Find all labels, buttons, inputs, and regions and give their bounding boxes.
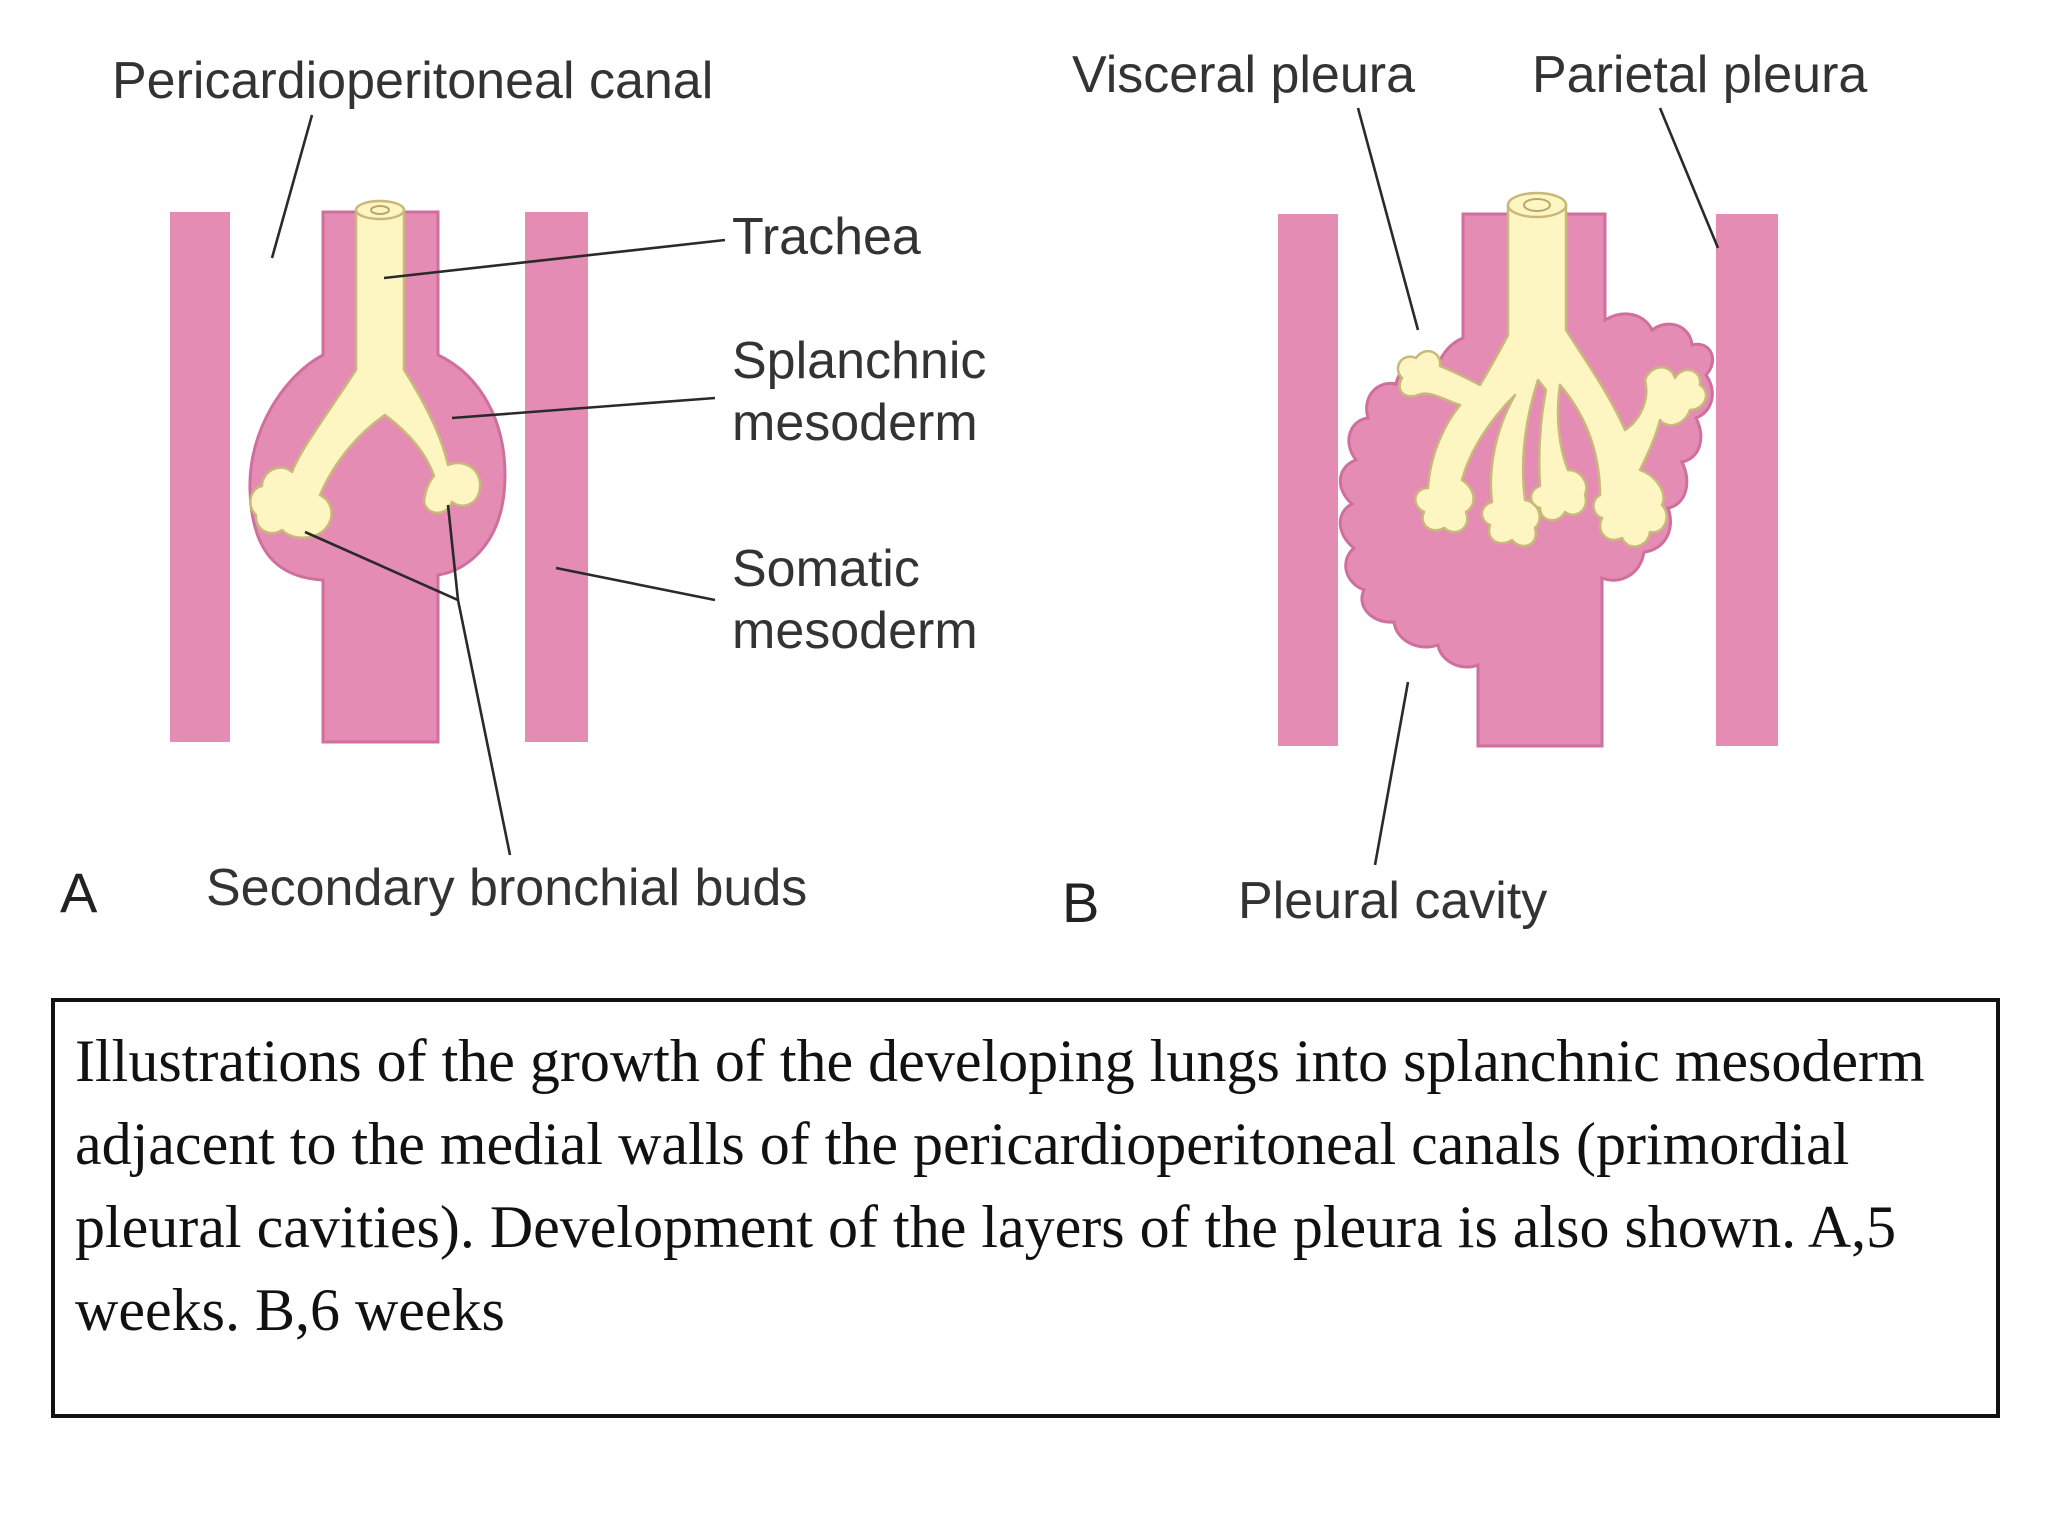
label-somatic-line2: mesoderm (732, 602, 978, 660)
label-splanchnic-line1: Splanchnic (732, 332, 986, 390)
panel-a-letter: A (60, 861, 98, 924)
panel-b-trachea-lumen-rim (1506, 191, 1568, 219)
leader-splanchnic-mesoderm (451, 396, 716, 420)
panel-a-right-somatic-wall (525, 212, 588, 742)
panel-a-trachea-lumen (370, 205, 390, 215)
label-secondary-bronchial-buds: Secondary bronchial buds (206, 859, 807, 917)
panel-b-letter: B (1062, 871, 1099, 934)
panel-b-lung-visceral-pleura (1338, 212, 1714, 748)
caption-box: Illustrations of the growth of the devel… (51, 998, 2000, 1418)
leader-parietal-pleura (1658, 107, 1720, 249)
label-somatic-line1: Somatic (732, 540, 920, 598)
label-parietal-pleura: Parietal pleura (1532, 46, 1867, 104)
panel-a-trachea-bronchi (249, 208, 482, 539)
caption-text: Illustrations of the growth of the devel… (75, 1028, 1925, 1343)
panel-a-trachea-lumen-rim (354, 199, 406, 221)
leader-secondary-bronchial-buds-2 (446, 504, 460, 601)
label-splanchnic-line2: mesoderm (732, 394, 978, 452)
label-trachea: Trachea (732, 208, 921, 266)
leader-pericardioperitoneal-canal (270, 114, 314, 259)
label-pleural-cavity: Pleural cavity (1238, 872, 1547, 930)
panel-b-trachea-lumen (1523, 198, 1551, 212)
leader-somatic-mesoderm (555, 566, 716, 602)
lung-development-diagram: Pericardioperitoneal canal Trachea Splan… (60, 46, 1867, 934)
panel-a: Pericardioperitoneal canal Trachea Splan… (60, 52, 986, 924)
panel-b-trachea-bronchial-tree (1396, 203, 1708, 548)
label-pericardioperitoneal-canal: Pericardioperitoneal canal (112, 52, 713, 110)
leader-trachea (383, 238, 726, 280)
label-visceral-pleura: Visceral pleura (1072, 46, 1415, 104)
panel-b: Visceral pleura Parietal pleura Pleural … (1062, 46, 1867, 934)
panel-b-right-somatic-wall (1716, 214, 1778, 746)
leader-pleural-cavity (1373, 681, 1410, 866)
panel-a-splanchnic-mesoderm (248, 210, 507, 744)
leader-visceral-pleura (1356, 107, 1420, 331)
panel-a-left-somatic-wall (170, 212, 230, 742)
panel-b-left-somatic-wall (1278, 214, 1338, 746)
